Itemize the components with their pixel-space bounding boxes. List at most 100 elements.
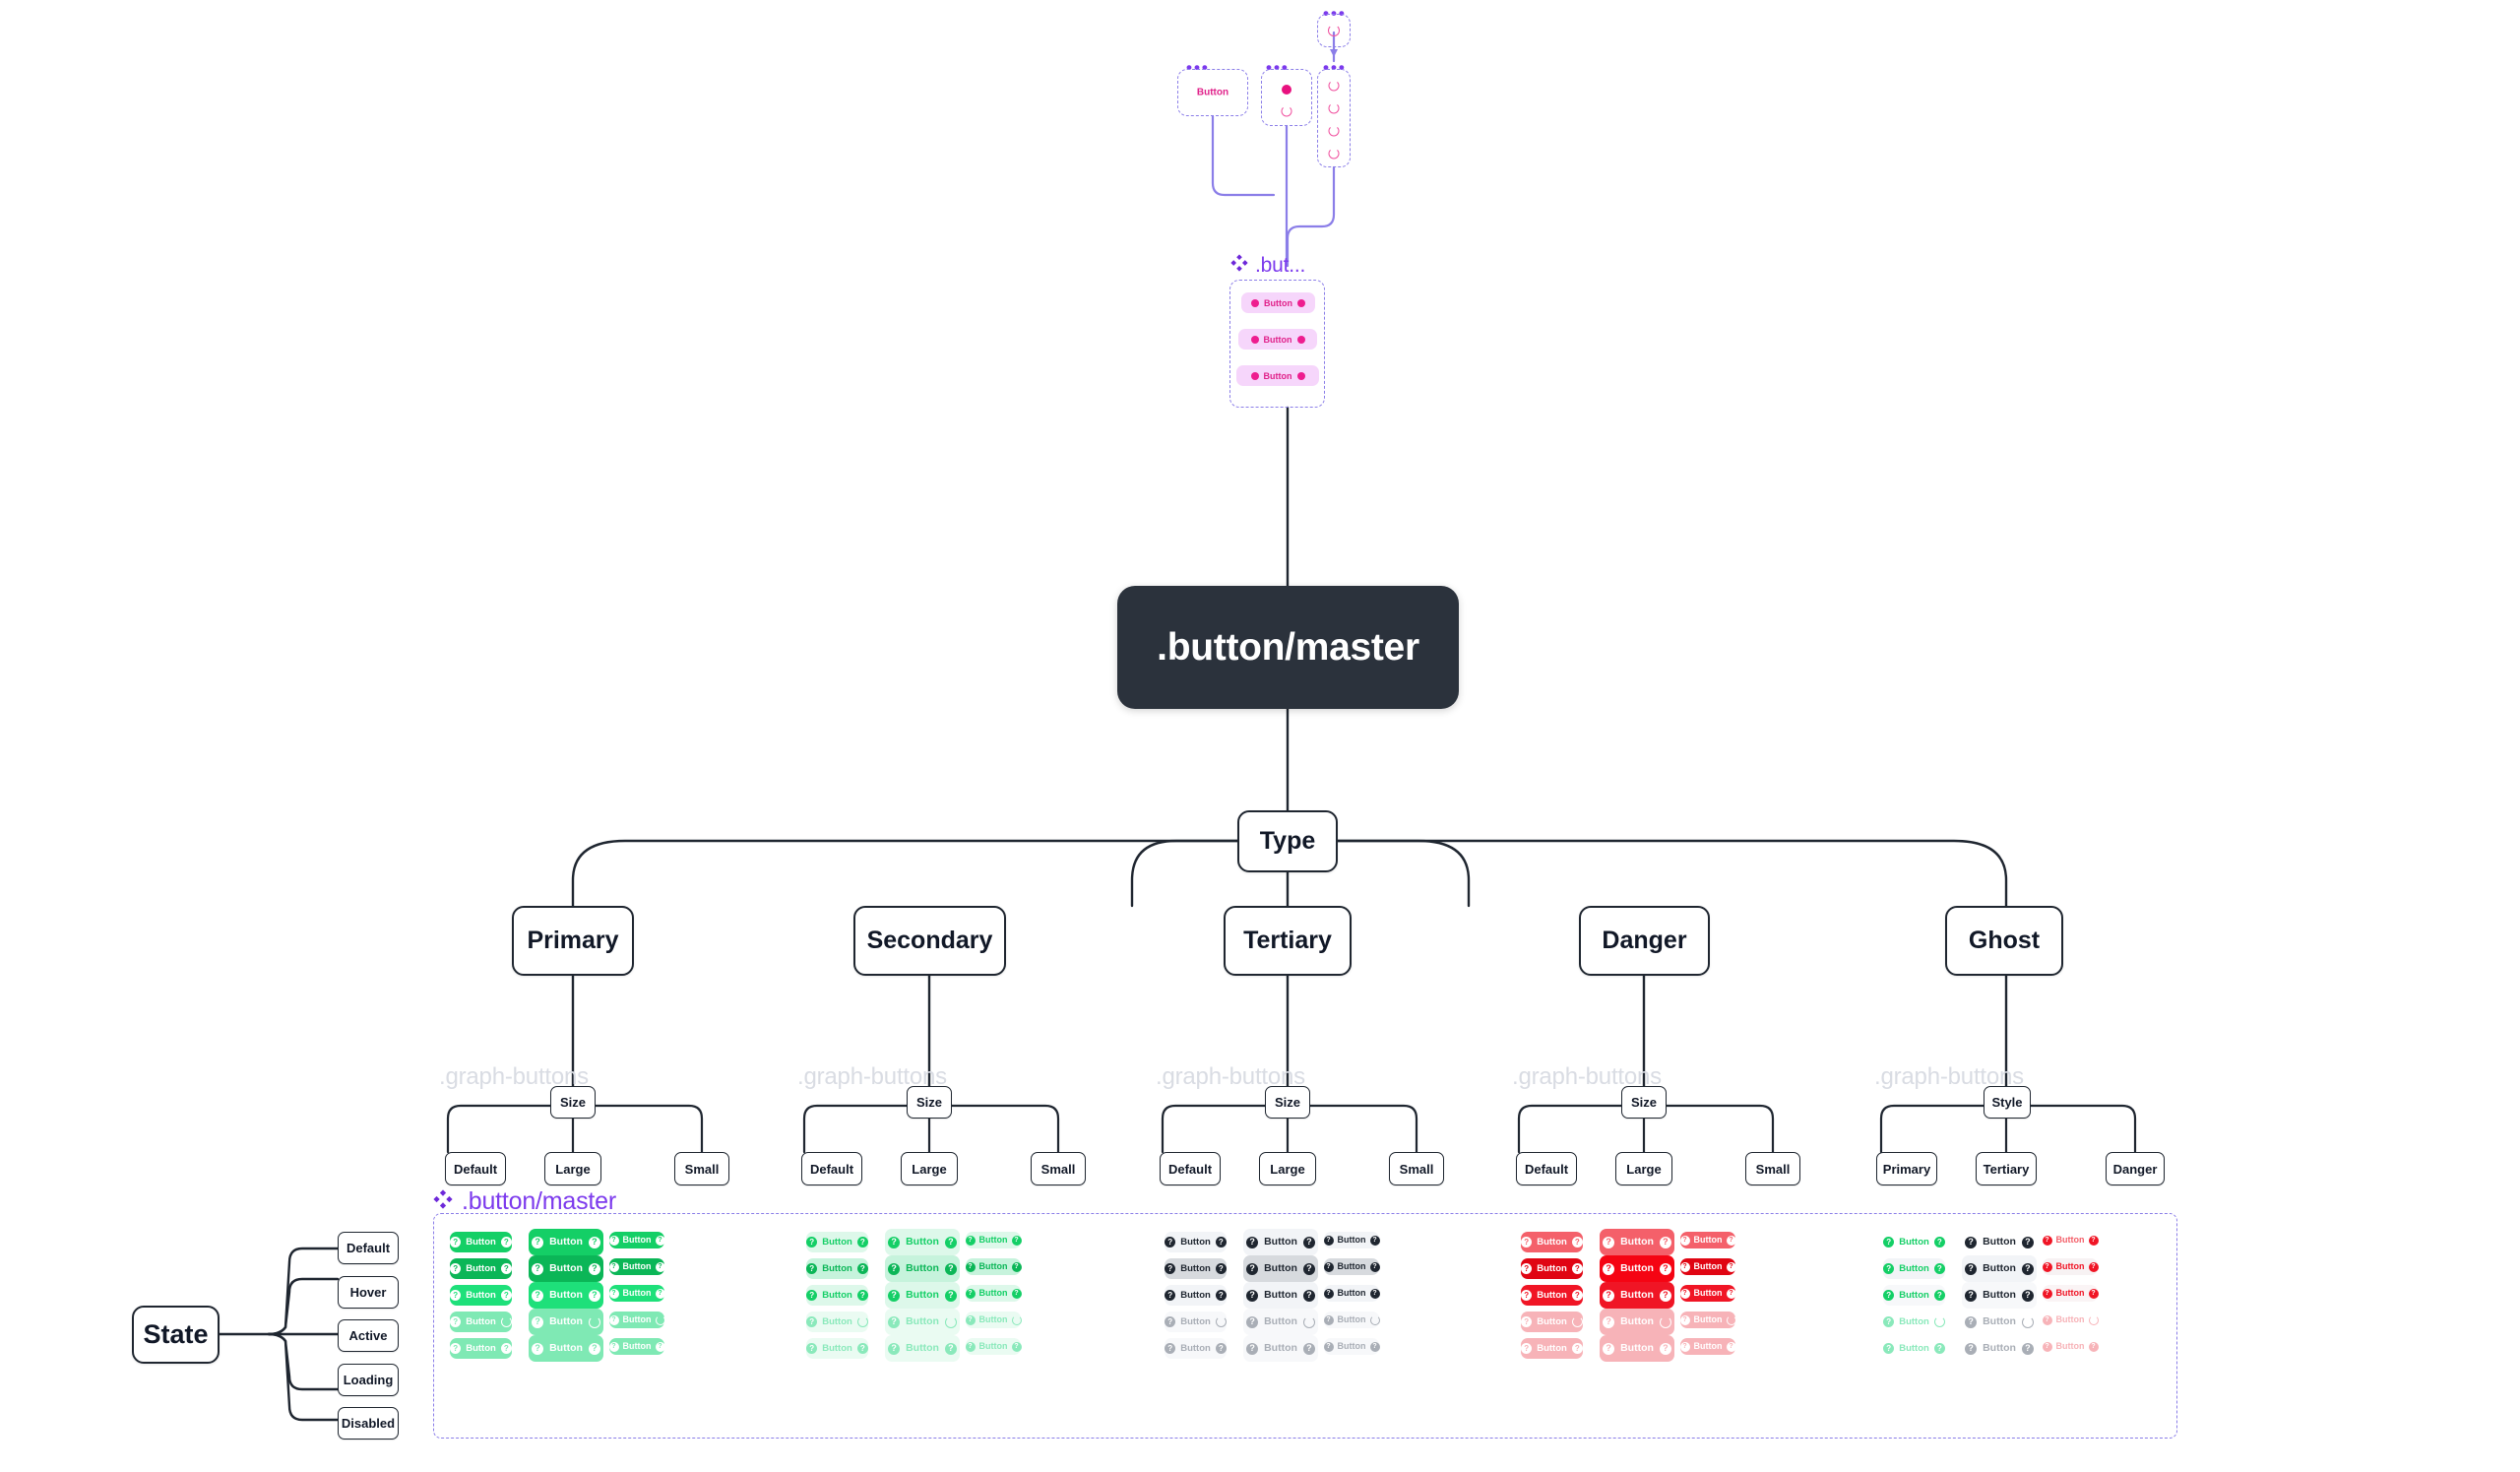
group-node-size-primary[interactable]: Size	[550, 1086, 596, 1119]
state-node-loading[interactable]: Loading	[338, 1364, 399, 1396]
button-primary-large-active[interactable]: ?Button?	[529, 1282, 603, 1309]
preview-pink-button[interactable]: Button	[1238, 329, 1317, 350]
button-danger-large-default[interactable]: ?Button?	[1600, 1229, 1674, 1255]
button-tertiary-small-disabled[interactable]: ?Button?	[1323, 1338, 1380, 1355]
button-ghost-primary-loading[interactable]: ?Button	[1883, 1312, 1945, 1332]
button-ghost-tertiary-hover[interactable]: ?Button?	[1962, 1255, 2037, 1282]
group-node-size-tertiary[interactable]: Size	[1265, 1086, 1310, 1119]
group-node-size-danger[interactable]: Size	[1621, 1086, 1667, 1119]
button-primary-small-hover[interactable]: ?Button?	[608, 1258, 665, 1275]
type-root-node[interactable]: Type	[1237, 810, 1338, 872]
button-ghost-primary-default[interactable]: ?Button?	[1883, 1232, 1945, 1252]
option-node-secondary-default[interactable]: Default	[801, 1152, 862, 1185]
group-node-size-secondary[interactable]: Size	[907, 1086, 952, 1119]
button-secondary-large-default[interactable]: ?Button?	[885, 1229, 960, 1255]
button-danger-default-disabled[interactable]: ?Button?	[1521, 1338, 1583, 1359]
button-tertiary-default-loading[interactable]: ?Button	[1165, 1312, 1227, 1332]
preview-pink-button[interactable]: Button	[1236, 365, 1319, 386]
option-node-primary-small[interactable]: Small	[674, 1152, 729, 1185]
state-node-disabled[interactable]: Disabled	[338, 1407, 399, 1440]
button-tertiary-default-default[interactable]: ?Button?	[1165, 1232, 1227, 1252]
button-danger-large-hover[interactable]: ?Button?	[1600, 1255, 1674, 1282]
button-tertiary-small-loading[interactable]: ?Button	[1323, 1312, 1380, 1328]
type-node-tertiary[interactable]: Tertiary	[1224, 906, 1352, 976]
button-danger-default-active[interactable]: ?Button?	[1521, 1285, 1583, 1306]
option-node-danger-default[interactable]: Default	[1516, 1152, 1577, 1185]
button-ghost-danger-default[interactable]: ?Button?	[2042, 1232, 2099, 1248]
button-ghost-tertiary-active[interactable]: ?Button?	[1962, 1282, 2037, 1309]
button-secondary-default-disabled[interactable]: ?Button?	[806, 1338, 868, 1359]
button-danger-small-loading[interactable]: ?Button	[1679, 1312, 1736, 1328]
top-node-spinner-source[interactable]	[1317, 14, 1351, 47]
button-ghost-tertiary-loading[interactable]: ?Button	[1962, 1309, 2037, 1335]
button-primary-small-loading[interactable]: ?Button	[608, 1312, 665, 1328]
button-ghost-primary-hover[interactable]: ?Button?	[1883, 1258, 1945, 1279]
button-secondary-small-hover[interactable]: ?Button?	[965, 1258, 1022, 1275]
button-primary-large-loading[interactable]: ?Button	[529, 1309, 603, 1335]
button-ghost-tertiary-default[interactable]: ?Button?	[1962, 1229, 2037, 1255]
button-primary-large-default[interactable]: ?Button?	[529, 1229, 603, 1255]
button-tertiary-default-disabled[interactable]: ?Button?	[1165, 1338, 1227, 1359]
button-tertiary-large-hover[interactable]: ?Button?	[1243, 1255, 1318, 1282]
button-danger-large-active[interactable]: ?Button?	[1600, 1282, 1674, 1309]
button-primary-default-active[interactable]: ?Button?	[450, 1285, 512, 1306]
button-tertiary-small-hover[interactable]: ?Button?	[1323, 1258, 1380, 1275]
button-danger-default-hover[interactable]: ?Button?	[1521, 1258, 1583, 1279]
button-danger-small-hover[interactable]: ?Button?	[1679, 1258, 1736, 1275]
button-secondary-default-default[interactable]: ?Button?	[806, 1232, 868, 1252]
type-node-ghost[interactable]: Ghost	[1945, 906, 2063, 976]
option-node-tertiary-default[interactable]: Default	[1160, 1152, 1221, 1185]
button-ghost-danger-disabled[interactable]: ?Button?	[2042, 1338, 2099, 1355]
option-node-secondary-small[interactable]: Small	[1031, 1152, 1086, 1185]
button-primary-small-disabled[interactable]: ?Button?	[608, 1338, 665, 1355]
group-node-style-ghost[interactable]: Style	[1984, 1086, 2031, 1119]
type-node-secondary[interactable]: Secondary	[853, 906, 1006, 976]
button-secondary-large-hover[interactable]: ?Button?	[885, 1255, 960, 1282]
option-node-ghost-tertiary[interactable]: Tertiary	[1976, 1152, 2037, 1185]
master-node[interactable]: .button/master	[1117, 586, 1459, 709]
button-primary-large-disabled[interactable]: ?Button?	[529, 1335, 603, 1362]
component-preview-frame[interactable]: Button Button Button	[1229, 280, 1325, 408]
button-secondary-default-hover[interactable]: ?Button?	[806, 1258, 868, 1279]
button-secondary-small-loading[interactable]: ?Button	[965, 1312, 1022, 1328]
option-node-primary-large[interactable]: Large	[544, 1152, 601, 1185]
button-danger-default-loading[interactable]: ?Button	[1521, 1312, 1583, 1332]
button-secondary-small-default[interactable]: ?Button?	[965, 1232, 1022, 1248]
state-node-active[interactable]: Active	[338, 1319, 399, 1352]
button-tertiary-default-hover[interactable]: ?Button?	[1165, 1258, 1227, 1279]
top-node-icon-variants[interactable]	[1261, 69, 1312, 126]
button-ghost-primary-active[interactable]: ?Button?	[1883, 1285, 1945, 1306]
option-node-primary-default[interactable]: Default	[445, 1152, 506, 1185]
button-tertiary-small-active[interactable]: ?Button?	[1323, 1285, 1380, 1302]
option-node-ghost-danger[interactable]: Danger	[2106, 1152, 2165, 1185]
button-secondary-large-active[interactable]: ?Button?	[885, 1282, 960, 1309]
state-node-default[interactable]: Default	[338, 1232, 399, 1264]
button-primary-default-default[interactable]: ?Button?	[450, 1232, 512, 1252]
button-secondary-small-active[interactable]: ?Button?	[965, 1285, 1022, 1302]
button-tertiary-small-default[interactable]: ?Button?	[1323, 1232, 1380, 1248]
button-tertiary-large-default[interactable]: ?Button?	[1243, 1229, 1318, 1255]
button-secondary-large-loading[interactable]: ?Button	[885, 1309, 960, 1335]
button-ghost-primary-disabled[interactable]: ?Button?	[1883, 1338, 1945, 1359]
state-node-hover[interactable]: Hover	[338, 1276, 399, 1309]
button-primary-small-default[interactable]: ?Button?	[608, 1232, 665, 1248]
button-primary-default-hover[interactable]: ?Button?	[450, 1258, 512, 1279]
button-tertiary-large-active[interactable]: ?Button?	[1243, 1282, 1318, 1309]
button-danger-small-active[interactable]: ?Button?	[1679, 1285, 1736, 1302]
button-tertiary-large-loading[interactable]: ?Button	[1243, 1309, 1318, 1335]
button-primary-small-active[interactable]: ?Button?	[608, 1285, 665, 1302]
top-node-button-text[interactable]: Button	[1177, 69, 1248, 116]
button-ghost-danger-active[interactable]: ?Button?	[2042, 1285, 2099, 1302]
option-node-ghost-primary[interactable]: Primary	[1876, 1152, 1937, 1185]
option-node-secondary-large[interactable]: Large	[901, 1152, 958, 1185]
button-tertiary-large-disabled[interactable]: ?Button?	[1243, 1335, 1318, 1362]
button-danger-large-loading[interactable]: ?Button	[1600, 1309, 1674, 1335]
state-root-node[interactable]: State	[132, 1306, 220, 1364]
button-secondary-default-active[interactable]: ?Button?	[806, 1285, 868, 1306]
button-primary-default-loading[interactable]: ?Button	[450, 1312, 512, 1332]
button-secondary-large-disabled[interactable]: ?Button?	[885, 1335, 960, 1362]
button-danger-small-default[interactable]: ?Button?	[1679, 1232, 1736, 1248]
option-node-danger-small[interactable]: Small	[1745, 1152, 1800, 1185]
button-primary-default-disabled[interactable]: ?Button?	[450, 1338, 512, 1359]
option-node-tertiary-large[interactable]: Large	[1259, 1152, 1316, 1185]
